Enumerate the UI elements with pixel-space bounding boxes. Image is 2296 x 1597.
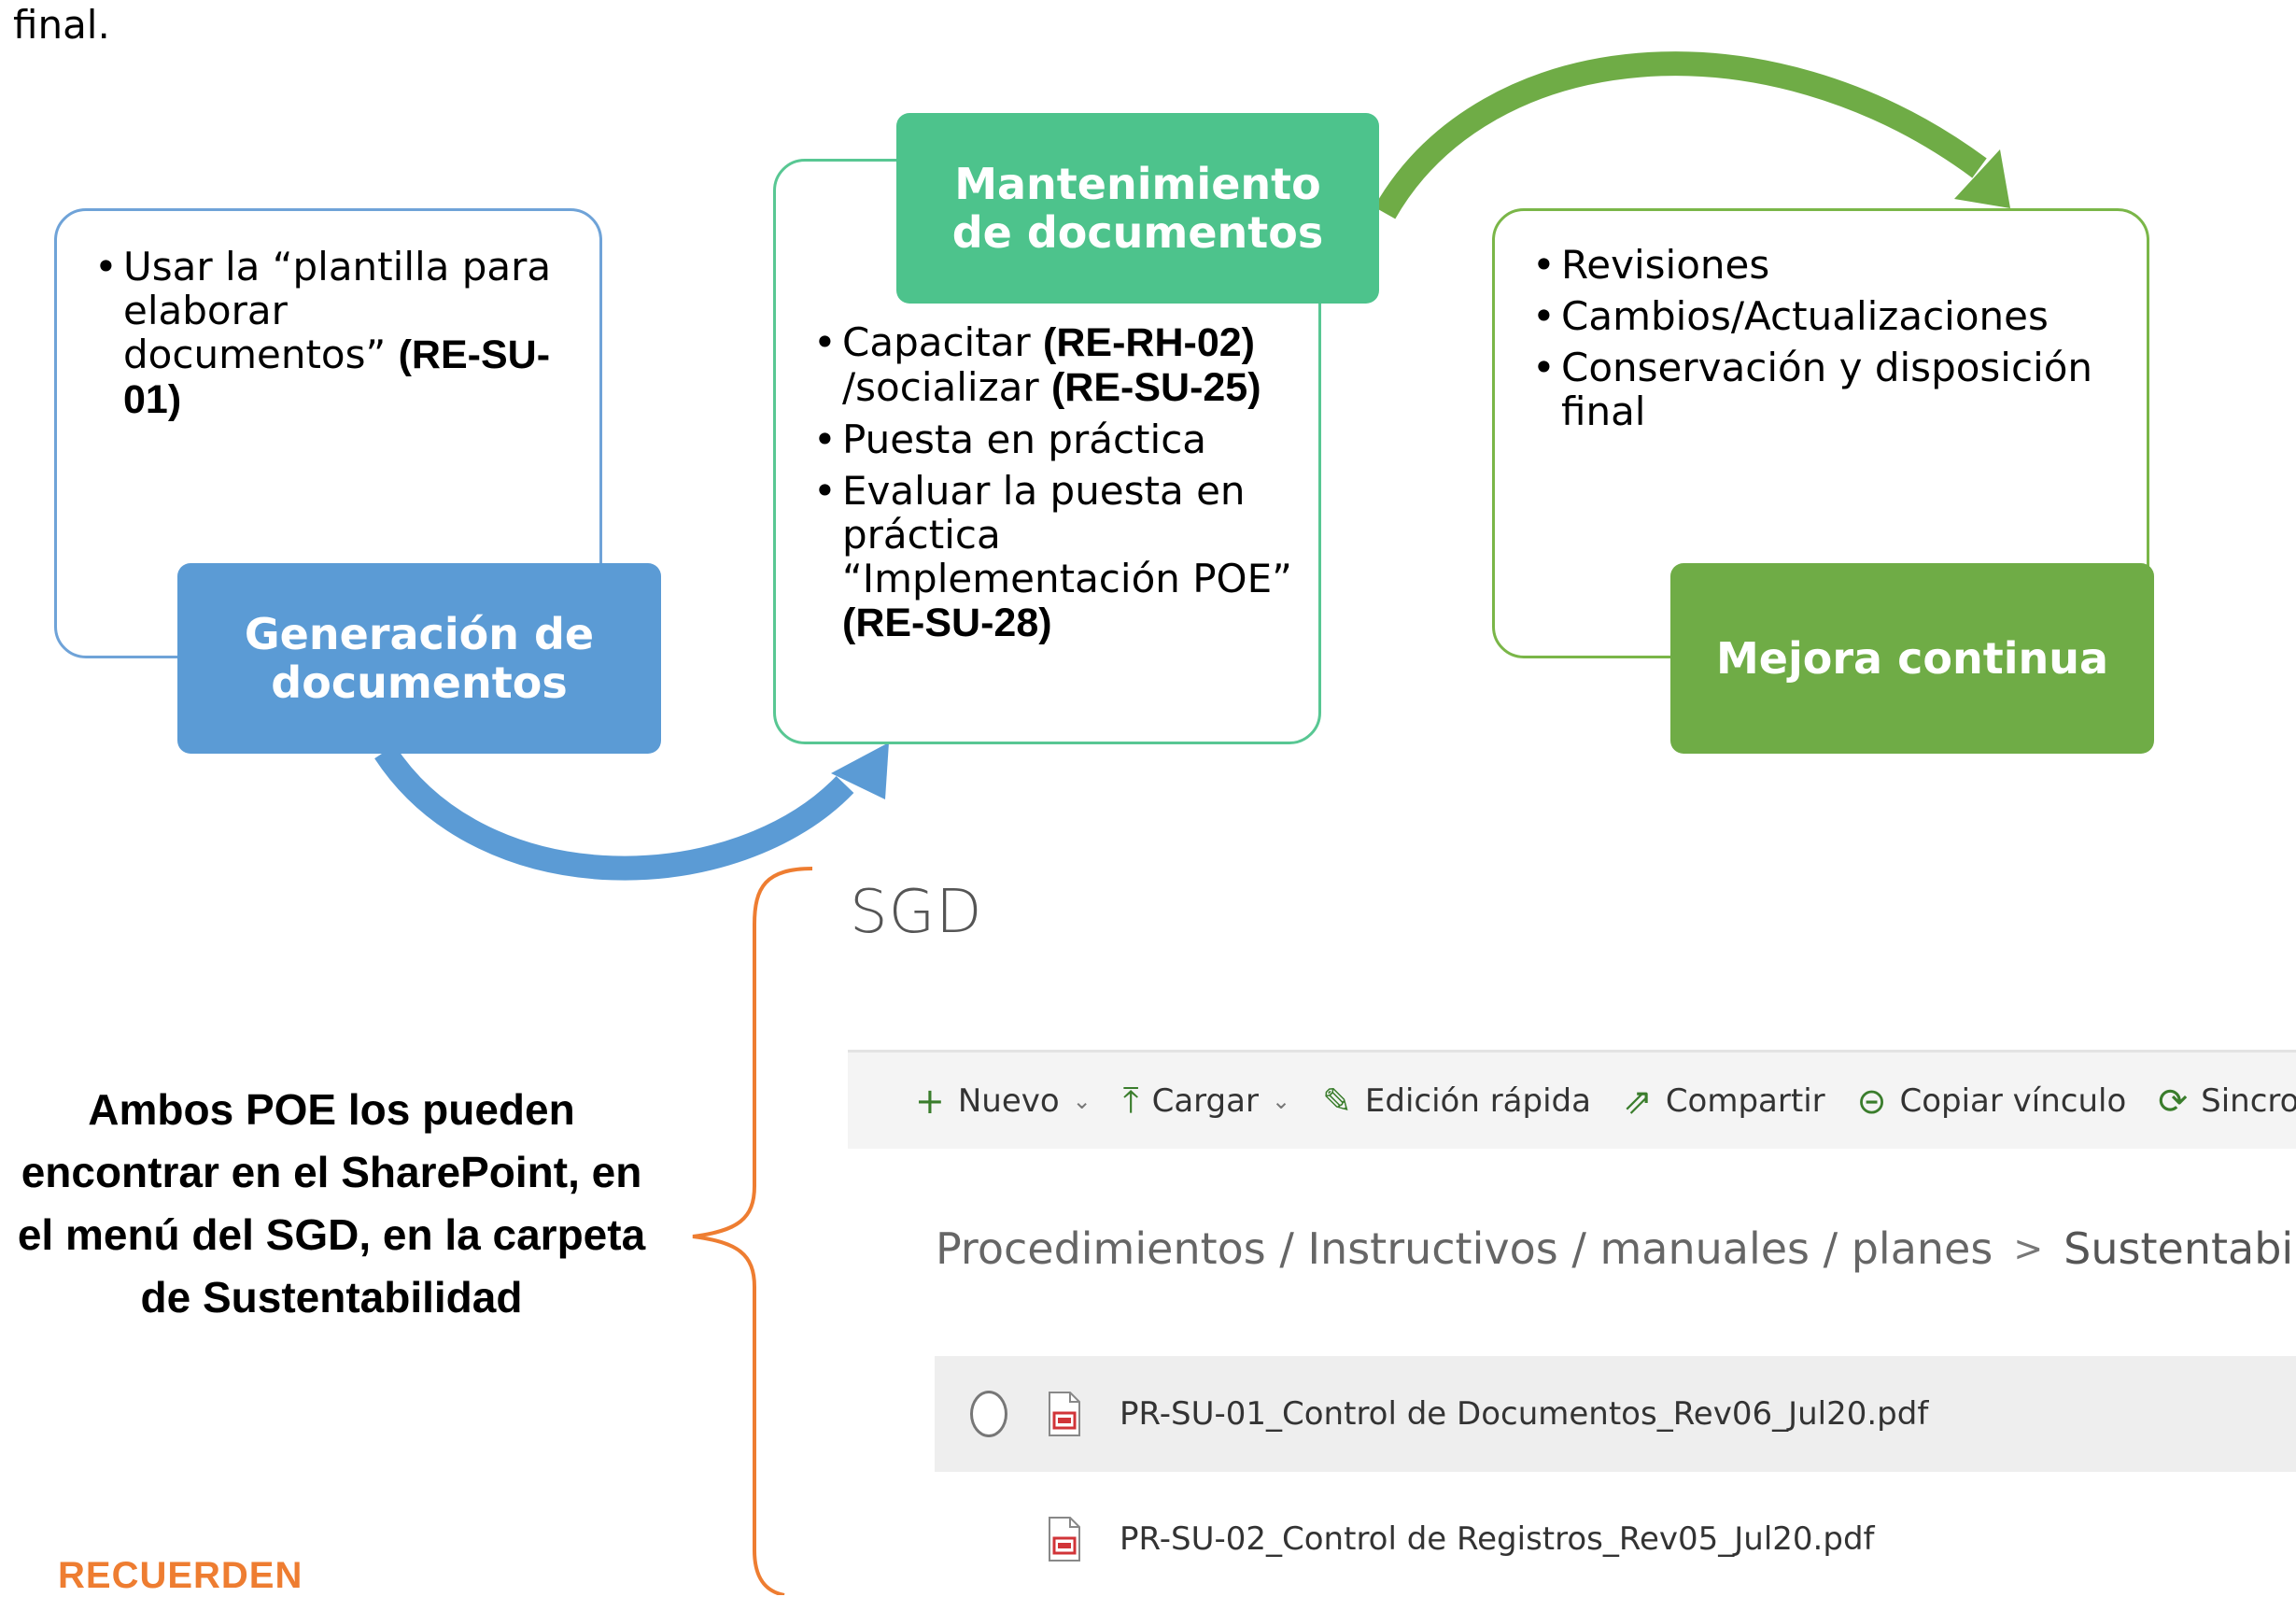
pencil-icon: ✎ (1322, 1080, 1352, 1122)
curved-arrow-blue (374, 744, 854, 881)
mejora-header: Mejora continua (1670, 563, 2154, 754)
arrowhead-green (1954, 149, 2010, 208)
sharepoint-note: Ambos POE los pueden encontrar en el Sha… (17, 1085, 646, 1321)
upload-icon: ⤒ (1122, 1080, 1139, 1121)
mantenimiento-bullet: Puesta en práctica (813, 417, 1299, 461)
plus-icon: + (915, 1080, 945, 1122)
toolbar-sincronizar-button[interactable]: ⟳ Sincronizar (2158, 1081, 2296, 1122)
pdf-icon (1049, 1517, 1080, 1562)
breadcrumb-parent[interactable]: Procedimientos / Instructivos / manuales… (936, 1223, 1993, 1274)
toolbar-edici-n-r-pida-button[interactable]: ✎ Edición rápida (1322, 1081, 1591, 1122)
generacion-bullet-code: (RE-SU-01) (123, 332, 551, 422)
generacion-bullet-text: Usar la “plantilla para elaborar documen… (123, 244, 552, 377)
link-icon: ⊝ (1856, 1080, 1887, 1122)
mantenimiento-bullet-text: Capacitar (842, 319, 1044, 365)
share-icon: ⇗ (1622, 1080, 1653, 1122)
mejora-bullet: Revisiones (1532, 243, 2111, 287)
pdf-icon (1049, 1392, 1080, 1436)
mantenimiento-bullet-code: (RE-SU-28) (842, 601, 1052, 645)
generacion-bullets: Usar la “plantilla para elaborar documen… (94, 245, 561, 430)
mantenimiento-bullet: Capacitar (RE-RH-02) /socializar (RE-SU-… (813, 320, 1299, 410)
mantenimiento-bullet-code: (RE-SU-25) (1050, 365, 1261, 410)
generacion-title: Generación de documentos (244, 609, 595, 708)
file-name[interactable]: PR-SU-01_Control de Documentos_Rev06_Jul… (1120, 1395, 1929, 1433)
top-text-fragment: final. (13, 2, 110, 48)
toolbar-label: Edición rápida (1364, 1081, 1591, 1120)
library-title: SGD (850, 878, 983, 947)
toolbar-label: Cargar (1151, 1081, 1259, 1120)
generacion-header: Generación de documentos (177, 563, 661, 754)
mejora-bullet: Cambios/Actualizaciones (1532, 294, 2111, 338)
row-select-radio[interactable] (970, 1391, 1007, 1437)
command-bar: + Nuevo ⌄ ⤒ Cargar ⌄ ✎ Edición rápida ⇗ Compartir… (848, 1050, 2296, 1149)
chevron-down-icon[interactable]: ⌄ (1271, 1087, 1291, 1114)
mantenimiento-bullet-text: Puesta en práctica (842, 417, 1207, 462)
arrowhead-blue (831, 742, 889, 799)
generacion-frame: Usar la “plantilla para elaborar documen… (54, 208, 602, 658)
toolbar-label: Copiar vínculo (1899, 1081, 2127, 1120)
toolbar-compartir-button[interactable]: ⇗ Compartir (1623, 1081, 1825, 1122)
mantenimiento-title: Mantenimiento de documentos (951, 159, 1324, 258)
file-name[interactable]: PR-SU-02_Control de Registros_Rev05_Jul2… (1120, 1520, 1875, 1558)
mantenimiento-bullet-text: Evaluar la puesta en práctica “Implement… (842, 468, 1292, 601)
mejora-bullet: Conservación y disposición final (1532, 346, 2111, 433)
mejora-bullets: Revisiones Cambios/Actualizaciones Conse… (1532, 243, 2111, 441)
curved-arrow-green (1373, 51, 1987, 219)
file-row[interactable]: PR-SU-01_Control de Documentos_Rev06_Jul… (935, 1356, 2296, 1472)
file-row[interactable]: PR-SU-02_Control de Registros_Rev05_Jul2… (935, 1481, 2296, 1597)
mantenimiento-header: Mantenimiento de documentos (896, 113, 1379, 304)
chevron-down-icon[interactable]: ⌄ (1072, 1087, 1092, 1114)
toolbar-copiar-v-nculo-button[interactable]: ⊝ Copiar vínculo (1857, 1081, 2127, 1122)
breadcrumb-separator: > (2013, 1228, 2044, 1269)
toolbar-label: Compartir (1665, 1081, 1825, 1120)
toolbar-cargar-button[interactable]: ⤒ Cargar ⌄ (1123, 1080, 1290, 1122)
toolbar-nuevo-button[interactable]: + Nuevo ⌄ (915, 1081, 1092, 1122)
toolbar-label: Nuevo (957, 1081, 1060, 1120)
mantenimiento-bullet-text: /socializar (842, 364, 1051, 410)
mantenimiento-bullet: Evaluar la puesta en práctica “Implement… (813, 469, 1299, 645)
toolbar-label: Sincronizar (2201, 1081, 2296, 1120)
mantenimiento-bullet-code: (RE-RH-02) (1043, 320, 1255, 365)
orange-curly-brace (692, 867, 813, 1595)
generacion-bullet: Usar la “plantilla para elaborar documen… (94, 245, 561, 422)
breadcrumb: Procedimientos / Instructivos / manuales… (936, 1223, 2296, 1274)
mantenimiento-bullets: Capacitar (RE-RH-02) /socializar (RE-SU-… (813, 320, 1299, 653)
mejora-title: Mejora continua (1716, 633, 2108, 684)
remember-label: RECUERDEN (58, 1555, 303, 1596)
sync-icon: ⟳ (2158, 1080, 2189, 1122)
breadcrumb-current: Sustentabilidad (2064, 1223, 2296, 1274)
